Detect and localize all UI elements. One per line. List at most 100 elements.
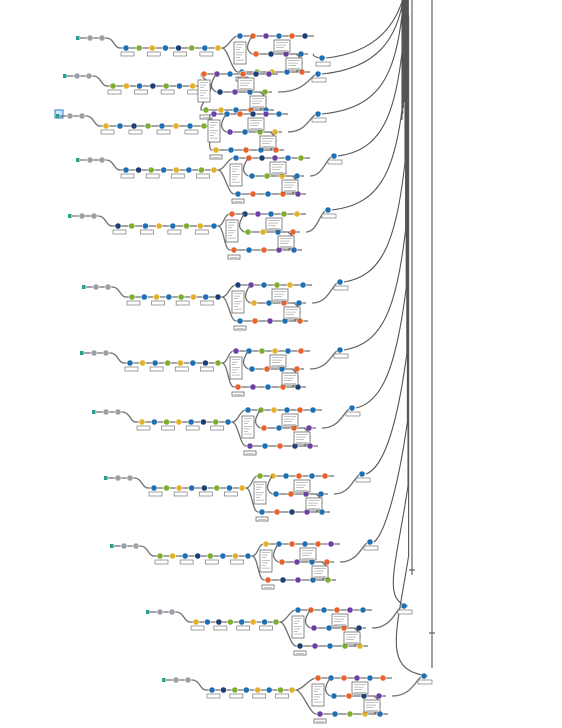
filter-icon[interactable]	[311, 642, 319, 650]
union-icon[interactable]	[270, 406, 278, 414]
input-connector-icon[interactable]	[172, 676, 180, 684]
filter-icon[interactable]	[245, 246, 253, 254]
formula-icon[interactable]	[288, 508, 296, 516]
input-data-icon[interactable]	[114, 222, 122, 230]
summarize-icon[interactable]	[353, 674, 361, 682]
output-data-icon[interactable]	[293, 210, 301, 218]
input-connector-icon[interactable]	[85, 72, 93, 80]
formula-icon[interactable]	[232, 106, 240, 114]
input-connector-icon[interactable]	[168, 608, 176, 616]
summarize-icon[interactable]	[265, 299, 273, 307]
union-icon[interactable]	[330, 692, 338, 700]
output-data-icon[interactable]	[348, 404, 356, 412]
formula-icon[interactable]	[165, 293, 173, 301]
summarize-icon[interactable]	[202, 359, 209, 367]
output-data-icon[interactable]	[366, 538, 374, 546]
input-connector-icon[interactable]	[126, 474, 134, 482]
output-data-icon[interactable]	[327, 540, 335, 548]
summarize-icon[interactable]	[333, 606, 341, 614]
sort-icon[interactable]	[286, 281, 294, 289]
summarize-icon[interactable]	[261, 618, 268, 626]
output-data-icon[interactable]	[265, 70, 273, 78]
filter-icon[interactable]	[251, 317, 259, 325]
input-connector-icon[interactable]	[98, 156, 106, 164]
union-icon[interactable]	[200, 418, 207, 426]
union-icon[interactable]	[216, 88, 224, 96]
input-connector-icon[interactable]	[86, 156, 94, 164]
union-icon[interactable]	[260, 424, 268, 432]
select-icon[interactable]	[234, 190, 242, 198]
input-data-icon[interactable]	[122, 44, 130, 52]
output-data-icon[interactable]	[305, 424, 313, 432]
formula-icon[interactable]	[226, 618, 234, 626]
summarize-icon[interactable]	[232, 552, 239, 560]
output-data-icon[interactable]	[297, 154, 305, 162]
input-connector-icon[interactable]	[92, 283, 100, 291]
select-icon[interactable]	[116, 122, 124, 130]
sort-icon[interactable]	[280, 210, 288, 218]
summarize-icon[interactable]	[271, 154, 279, 162]
output-data-icon[interactable]	[318, 54, 326, 62]
output-data-icon[interactable]	[400, 602, 408, 610]
output-data-icon[interactable]	[301, 32, 309, 40]
union-icon[interactable]	[272, 490, 280, 498]
select-icon[interactable]	[135, 44, 143, 52]
select-icon[interactable]	[202, 106, 210, 114]
summarize-icon[interactable]	[226, 484, 233, 492]
filter-icon[interactable]	[249, 190, 257, 198]
output-data-icon[interactable]	[261, 88, 269, 96]
summarize-icon[interactable]	[273, 281, 281, 289]
sort-icon[interactable]	[314, 540, 322, 548]
sort-icon[interactable]	[200, 122, 208, 130]
filter-icon[interactable]	[273, 508, 281, 516]
sort-icon[interactable]	[308, 472, 316, 480]
select-icon[interactable]	[150, 418, 158, 426]
formula-icon[interactable]	[276, 442, 284, 450]
output-data-icon[interactable]	[323, 558, 331, 566]
input-data-icon[interactable]	[208, 686, 216, 694]
sort-icon[interactable]	[214, 359, 222, 367]
formula-icon[interactable]	[194, 552, 202, 560]
formula-icon[interactable]	[232, 154, 240, 162]
union-icon[interactable]	[250, 299, 258, 307]
input-data-icon[interactable]	[150, 484, 158, 492]
formula-icon[interactable]	[294, 576, 302, 584]
summarize-icon[interactable]	[198, 166, 205, 174]
sort-icon[interactable]	[252, 70, 260, 78]
formula-icon[interactable]	[326, 642, 334, 650]
join-icon[interactable]	[172, 166, 180, 174]
summarize-icon[interactable]	[287, 490, 295, 498]
summarize-icon[interactable]	[277, 686, 284, 694]
sort-icon[interactable]	[284, 347, 292, 355]
output-data-icon[interactable]	[289, 228, 297, 236]
summarize-icon[interactable]	[267, 50, 275, 58]
input-connector-icon[interactable]	[156, 608, 164, 616]
join-icon[interactable]	[177, 293, 185, 301]
filter-icon[interactable]	[331, 710, 339, 718]
union-icon[interactable]	[176, 82, 183, 90]
formula-icon[interactable]	[155, 222, 163, 230]
sort-icon[interactable]	[288, 32, 296, 40]
input-data-icon[interactable]	[128, 293, 136, 301]
filter-icon[interactable]	[249, 383, 257, 391]
sort-icon[interactable]	[284, 154, 292, 162]
union-icon[interactable]	[189, 359, 197, 367]
union-icon[interactable]	[288, 540, 296, 548]
sort-icon[interactable]	[224, 418, 232, 426]
formula-icon[interactable]	[266, 317, 274, 325]
union-icon[interactable]	[236, 110, 244, 118]
output-data-icon[interactable]	[358, 470, 366, 478]
input-connector-icon[interactable]	[90, 349, 98, 357]
formula-icon[interactable]	[260, 246, 268, 254]
formula-icon[interactable]	[242, 146, 250, 154]
formula-icon[interactable]	[256, 472, 264, 480]
union-icon[interactable]	[190, 293, 197, 301]
output-data-icon[interactable]	[271, 128, 279, 136]
filter-icon[interactable]	[163, 418, 170, 426]
select-icon[interactable]	[204, 618, 211, 626]
summarize-icon[interactable]	[239, 70, 247, 78]
join-icon[interactable]	[169, 222, 177, 230]
formula-icon[interactable]	[144, 122, 152, 130]
sort-icon[interactable]	[214, 44, 222, 52]
